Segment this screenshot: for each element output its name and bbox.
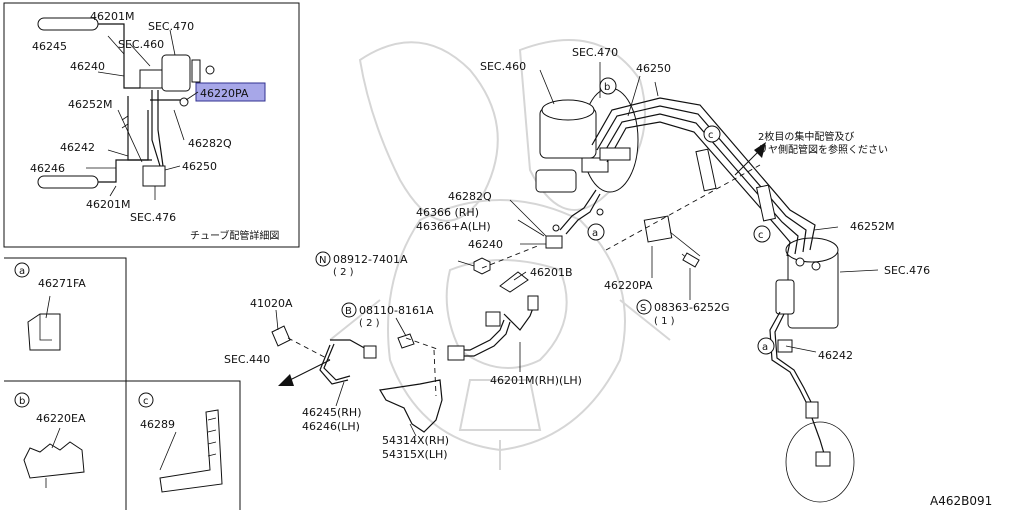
detail-a-part: 46271FA [38, 277, 86, 290]
inset-label-46201M-bottom: 46201M [86, 198, 130, 211]
n-ref-letter: N [319, 255, 326, 266]
valve-46220PA-icon [643, 215, 673, 243]
label-46282Q: 46282Q [448, 190, 492, 203]
circle-a-main-2: a [762, 342, 768, 353]
note-line-2: リヤ側配管図を参照ください [758, 143, 888, 156]
b-ref-letter: B [345, 306, 352, 317]
circle-a-main-1: a [592, 228, 598, 239]
label-46240: 46240 [468, 238, 503, 251]
detail-box-a: a 46271FA [4, 257, 127, 382]
label-08110: 08110-8161A [359, 304, 434, 317]
b-ref-circle-icon [341, 302, 357, 318]
label-sec476: SEC.476 [884, 264, 930, 277]
label-08110-qty: ( 2 ) [359, 318, 380, 329]
label-46246: 46246(LH) [302, 420, 360, 433]
inset-label-46246: 46246 [30, 162, 65, 175]
label-46250: 46250 [636, 62, 671, 75]
label-08363: 08363-6252G [654, 301, 729, 314]
label-08912: 08912-7401A [333, 253, 408, 266]
detail-c-part: 46289 [140, 418, 175, 431]
inset-label-46240: 46240 [70, 60, 105, 73]
label-46201M: 46201M(RH)(LH) [490, 374, 582, 387]
label-sec460: SEC.460 [480, 60, 526, 73]
inset-label-46250: 46250 [182, 160, 217, 173]
clip-46271FA-icon [27, 313, 61, 351]
clip-46220EA-icon [23, 441, 85, 479]
watermark-emblem [329, 39, 671, 470]
inset-label-sec460: SEC.460 [118, 38, 164, 51]
label-46366A: 46366+A(LH) [416, 220, 491, 233]
label-46220PA: 46220PA [604, 279, 653, 292]
circle-c-main-1: c [708, 130, 714, 141]
label-08912-qty: ( 2 ) [333, 267, 354, 278]
circle-a-icon [14, 262, 30, 278]
label-08363-qty: ( 1 ) [654, 316, 675, 327]
diagram-id: A462B091 [930, 494, 992, 508]
detail-a-letter: a [19, 266, 25, 277]
detail-box-c: c 46289 [126, 380, 241, 510]
inset-label-sec470: SEC.470 [148, 20, 194, 33]
inset-label-46242: 46242 [60, 141, 95, 154]
inset-label-46245: 46245 [32, 40, 67, 53]
label-sec470: SEC.470 [572, 46, 618, 59]
detail-box-b: b 46220EA [4, 380, 127, 510]
s-ref-circle-icon [636, 299, 652, 315]
inset-label-sec476: SEC.476 [130, 211, 176, 224]
n-ref-circle-icon [315, 251, 331, 267]
label-54314X: 54314X(RH) [382, 434, 449, 447]
label-46242: 46242 [818, 349, 853, 362]
note-line-1: 2枚目の集中配管及び [758, 130, 854, 143]
label-sec440: SEC.440 [224, 353, 270, 366]
circle-c-icon [138, 392, 154, 408]
brake-rotor-icon [785, 421, 855, 503]
circle-b-main: b [604, 82, 610, 93]
detail-c-letter: c [143, 396, 149, 407]
label-46252M: 46252M [850, 220, 894, 233]
inset-caption: チューブ配管詳細図 [190, 229, 279, 242]
circle-b-icon [14, 392, 30, 408]
label-46245: 46245(RH) [302, 406, 362, 419]
inset-label-46220PA: 46220PA [200, 87, 249, 100]
label-54315X: 54315X(LH) [382, 448, 448, 461]
tube-detail-inset: 46201M SEC.470 46245 SEC.460 46240 46220… [3, 2, 300, 248]
label-46366: 46366 (RH) [416, 206, 479, 219]
clip-46289-icon [159, 409, 223, 493]
highlighted-part-box [195, 82, 266, 102]
s-ref-letter: S [640, 303, 646, 314]
main-diagram: b c c a a N B S SEC.460 SEC.470 46250 2枚… [224, 46, 930, 503]
label-41020A: 41020A [250, 297, 293, 310]
inset-label-46252M: 46252M [68, 98, 112, 111]
inset-label-46282Q: 46282Q [188, 137, 232, 150]
label-46201B: 46201B [530, 266, 573, 279]
inset-label-46201M-top: 46201M [90, 10, 134, 23]
circle-c-main-2: c [758, 230, 764, 241]
detail-b-part: 46220EA [36, 412, 86, 425]
detail-b-letter: b [19, 396, 25, 407]
